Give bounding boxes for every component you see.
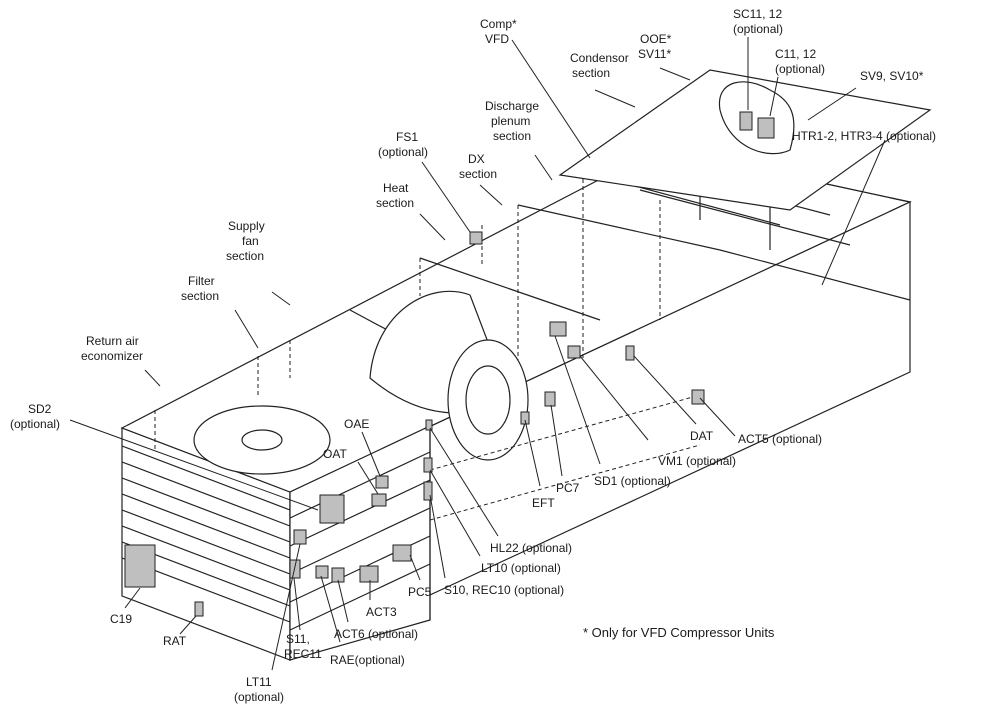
label-return-air-2: economizer: [81, 349, 143, 363]
label-s11-2: REC11: [284, 647, 322, 661]
label-fs1-1: FS1: [396, 130, 418, 144]
label-rae: RAE(optional): [330, 653, 405, 667]
label-dx-2: section: [459, 167, 497, 181]
hl22-box: [425, 419, 433, 431]
eft-box: [520, 411, 530, 425]
condensor-cutout: [718, 81, 795, 155]
label-pc5: PC5: [408, 585, 432, 599]
lt11-box: [293, 529, 307, 545]
lt10-box: [423, 457, 433, 473]
label-condensor-2: section: [572, 66, 610, 80]
label-ooe-1: OOE*: [640, 32, 672, 46]
labels: Comp* VFD OOE* SV11* SC11, 12 (optional)…: [10, 7, 936, 704]
label-oae: OAE: [344, 417, 369, 431]
label-sd1: SD1 (optional): [594, 474, 671, 488]
label-c11-2: (optional): [775, 62, 825, 76]
act6-box: [331, 567, 345, 583]
label-ooe-2: SV11*: [638, 47, 671, 61]
label-eft: EFT: [532, 496, 555, 510]
label-c19: C19: [110, 612, 132, 626]
label-supply-2: fan: [242, 234, 259, 248]
label-sc11-2: (optional): [733, 22, 783, 36]
label-lt11-1: LT11: [246, 675, 272, 689]
floor-dash-2: [429, 444, 701, 521]
label-sd2-1: SD2: [28, 402, 52, 416]
label-c11-1: C11, 12: [775, 47, 816, 61]
label-htr: HTR1-2, HTR3-4 (optional): [792, 129, 936, 143]
oat-box: [371, 493, 387, 507]
label-vm1: VM1 (optional): [658, 454, 736, 468]
label-heat-2: section: [376, 196, 414, 210]
label-discharge-2: plenum: [491, 114, 530, 128]
label-s10: S10, REC10 (optional): [444, 583, 564, 597]
label-act6: ACT6 (optional): [334, 627, 418, 641]
oae-box: [375, 475, 389, 489]
label-supply-3: section: [226, 249, 264, 263]
label-sv9: SV9, SV10*: [860, 69, 924, 83]
label-act5: ACT5 (optional): [738, 432, 822, 446]
label-fs1-2: (optional): [378, 145, 428, 159]
label-oat: OAT: [323, 447, 347, 461]
label-hl22: HL22 (optional): [490, 541, 572, 555]
label-dx-1: DX: [468, 152, 485, 166]
label-dat: DAT: [690, 429, 714, 443]
label-discharge-3: section: [493, 129, 531, 143]
leader-lines: [69, 37, 886, 671]
sd1-box: [549, 321, 567, 337]
rat-box: [194, 601, 204, 617]
act5-box: [691, 389, 705, 405]
s11-box: [289, 559, 301, 579]
label-comp-vfd-2: VFD: [485, 32, 509, 46]
pc5-box: [392, 544, 412, 562]
label-sc11-1: SC11, 12: [733, 7, 782, 21]
label-lt10: LT10 (optional): [481, 561, 561, 575]
c19-box: [124, 544, 156, 588]
label-rat: RAT: [163, 634, 187, 648]
sd2-box: [319, 494, 345, 524]
label-filter-1: Filter: [188, 274, 215, 288]
filter-hub: [241, 429, 283, 451]
label-condensor-1: Condensor: [570, 51, 629, 65]
components: [124, 111, 775, 617]
label-pc7: PC7: [556, 481, 580, 495]
supply-fan: [369, 290, 529, 461]
label-lt11-2: (optional): [234, 690, 284, 704]
label-act3: ACT3: [366, 605, 397, 619]
label-heat-1: Heat: [383, 181, 409, 195]
rae-box: [315, 565, 329, 579]
unit-body: [120, 69, 932, 661]
fs1-box: [469, 231, 483, 245]
label-comp-vfd-1: Comp*: [480, 17, 517, 31]
s10-box: [423, 481, 433, 501]
floor-dash-1: [429, 394, 701, 471]
label-return-air-1: Return air: [86, 334, 139, 348]
sc11-box: [739, 111, 753, 131]
vm1-box: [567, 345, 581, 359]
c11-box: [757, 117, 775, 139]
dat-box: [625, 345, 635, 361]
label-discharge-1: Discharge: [485, 99, 539, 113]
label-s11-1: S11,: [286, 632, 310, 646]
act3-box: [359, 565, 379, 583]
label-sd2-2: (optional): [10, 417, 60, 431]
outdoor-air-hood: [289, 425, 431, 661]
label-filter-2: section: [181, 289, 219, 303]
footnote: * Only for VFD Compressor Units: [583, 625, 775, 640]
pc7-box: [544, 391, 556, 407]
label-supply-1: Supply: [228, 219, 265, 233]
